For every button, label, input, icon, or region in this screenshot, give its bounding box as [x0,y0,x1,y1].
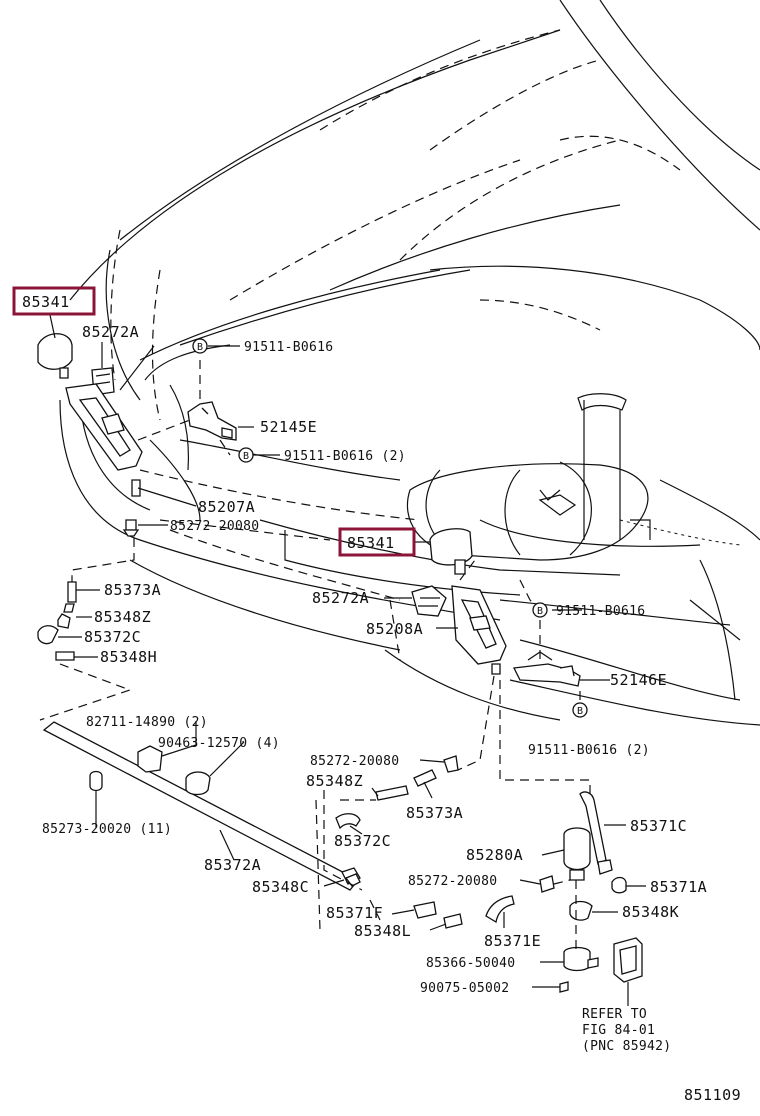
part-label-90463-12570[interactable]: 90463-12570 (4) [158,736,280,751]
part-label-85372c-mid[interactable]: 85372C [334,832,391,850]
part-label-85371a[interactable]: 85371A [650,878,707,896]
svg-text:B: B [243,451,249,462]
highlight-box-85341-right [338,527,416,557]
refer-note-line2[interactable]: FIG 84-01 [582,1023,655,1038]
part-label-85208a[interactable]: 85208A [366,620,423,638]
part-label-85273-20020[interactable]: 85273-20020 (11) [42,822,172,837]
part-label-85272-20080-3[interactable]: 85272-20080 [408,874,497,889]
middle-hose-parts [335,755,555,929]
part-label-85207a[interactable]: 85207A [198,498,255,516]
part-label-85373a-mid[interactable]: 85373A [406,804,463,822]
highlight-box-85341-left [12,286,96,316]
part-label-85373a-left[interactable]: 85373A [104,581,161,599]
part-label-85280a[interactable]: 85280A [466,846,523,864]
part-label-85348k[interactable]: 85348K [622,903,679,921]
part-label-85371f[interactable]: 85371F [326,904,383,922]
bracket-52146e [513,651,581,687]
part-label-85341-left[interactable]: 85341 [22,293,70,311]
part-label-85371e[interactable]: 85371E [484,932,541,950]
part-label-85371c[interactable]: 85371C [630,817,687,835]
bolt-symbol-1: B [192,338,208,354]
part-label-85272-20080-2[interactable]: 85272-20080 [310,754,399,769]
part-label-85348h[interactable]: 85348H [100,648,157,666]
bolt-symbol-4: B [572,702,588,718]
part-label-85348z-left[interactable]: 85348Z [94,608,151,626]
car-body-outline [59,0,760,726]
part-label-85272a-right[interactable]: 85272A [312,589,369,607]
long-hose-85372a [42,721,361,891]
svg-text:B: B [537,606,543,617]
part-labels: 85341 85272A 91511-B0616 52145E 91511-B0… [22,293,741,1104]
part-label-85348z-mid[interactable]: 85348Z [306,772,363,790]
part-label-85272a-left[interactable]: 85272A [82,323,139,341]
part-label-85348l[interactable]: 85348L [354,922,411,940]
part-label-85372a[interactable]: 85372A [204,856,261,874]
part-label-91511-b0616-3[interactable]: 91511-B0616 [556,604,645,619]
refer-note-line3: (PNC 85942) [582,1039,671,1054]
part-label-85372c-left[interactable]: 85372C [84,628,141,646]
left-hose-parts [37,581,77,661]
part-label-85272-20080-1[interactable]: 85272-20080 [170,519,259,534]
part-label-91511-b0616-2[interactable]: 91511-B0616 (2) [284,449,406,464]
bracket-52145e [187,401,237,441]
part-label-85341-right[interactable]: 85341 [347,534,395,552]
part-label-90075-05002[interactable]: 90075-05002 [420,981,509,996]
part-label-91511-b0616-4[interactable]: 91511-B0616 (2) [528,743,650,758]
bolt-symbol-2: B [238,447,254,463]
part-label-85366-50040[interactable]: 85366-50040 [426,956,515,971]
left-washer-nozzle-assembly [37,333,143,537]
pump-assembly [559,791,643,993]
part-label-85348c[interactable]: 85348C [252,878,309,896]
refer-note-line1: REFER TO [582,1007,647,1022]
part-label-52145e[interactable]: 52145E [260,418,317,436]
svg-text:B: B [577,706,583,717]
part-label-82711-14890[interactable]: 82711-14890 (2) [86,715,208,730]
diagram-number: 851109 [684,1086,741,1104]
part-label-91511-b0616-1[interactable]: 91511-B0616 [244,340,333,355]
bolt-symbol-3: B [532,602,548,618]
svg-text:B: B [197,342,203,353]
right-washer-nozzle-assembly [411,528,507,675]
part-label-52146e[interactable]: 52146E [610,671,667,689]
